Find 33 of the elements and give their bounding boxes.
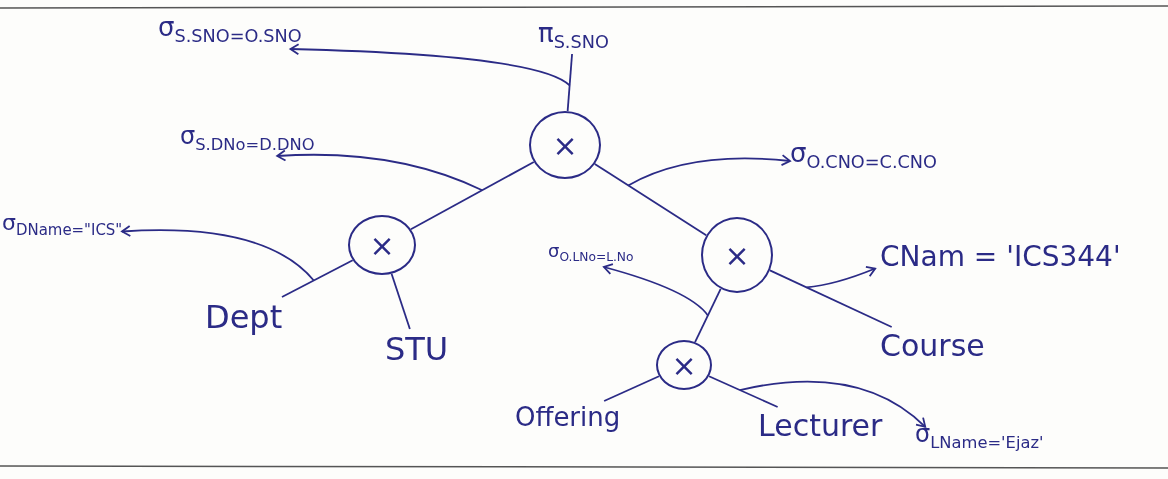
operator-circle: × bbox=[348, 215, 416, 275]
relation-name: Offering bbox=[515, 402, 621, 434]
leader-arrow bbox=[603, 263, 709, 317]
tree-edge bbox=[603, 375, 660, 402]
leader-arrow bbox=[739, 380, 927, 428]
relation-name: Lecturer bbox=[758, 408, 883, 444]
tree-edge bbox=[694, 287, 722, 343]
leader-arrow bbox=[805, 265, 877, 289]
operator-label: CNam = 'ICS344' bbox=[880, 240, 1121, 274]
tree-edge bbox=[410, 161, 535, 231]
operator-circle: × bbox=[701, 217, 773, 293]
operator-label: σ$_{S.SNO=O.SNO}$ bbox=[158, 12, 302, 48]
operator-label: σ$_{LName='Ejaz'}$ bbox=[915, 420, 1044, 453]
operator-label: σ$_{O.CNO=C.CNO}$ bbox=[790, 138, 937, 174]
leader-arrow bbox=[289, 43, 571, 87]
operator-label: σ$_{O.LNo=L.No}$ bbox=[548, 240, 634, 265]
tree-edge bbox=[281, 259, 354, 298]
leader-arrow bbox=[121, 225, 315, 282]
tree-edge bbox=[593, 163, 708, 237]
leader-arrow bbox=[627, 154, 791, 187]
tree-edge bbox=[769, 269, 893, 328]
relation-name: Course bbox=[880, 328, 985, 364]
operator-circle: × bbox=[656, 340, 712, 390]
relation-name: STU bbox=[385, 330, 449, 369]
operator-label: π$_{S.SNO}$ bbox=[538, 18, 609, 54]
operator-circle: × bbox=[529, 111, 601, 179]
tree-edge bbox=[390, 272, 411, 330]
tree-edge bbox=[708, 375, 779, 408]
tree-edge bbox=[566, 53, 573, 112]
relation-name: Dept bbox=[205, 298, 283, 337]
leader-arrow bbox=[276, 149, 484, 192]
operator-label: σ$_{S.DNo=D.DNO}$ bbox=[180, 122, 315, 155]
operator-label: σ$_{DName="ICS"}$ bbox=[2, 210, 123, 241]
